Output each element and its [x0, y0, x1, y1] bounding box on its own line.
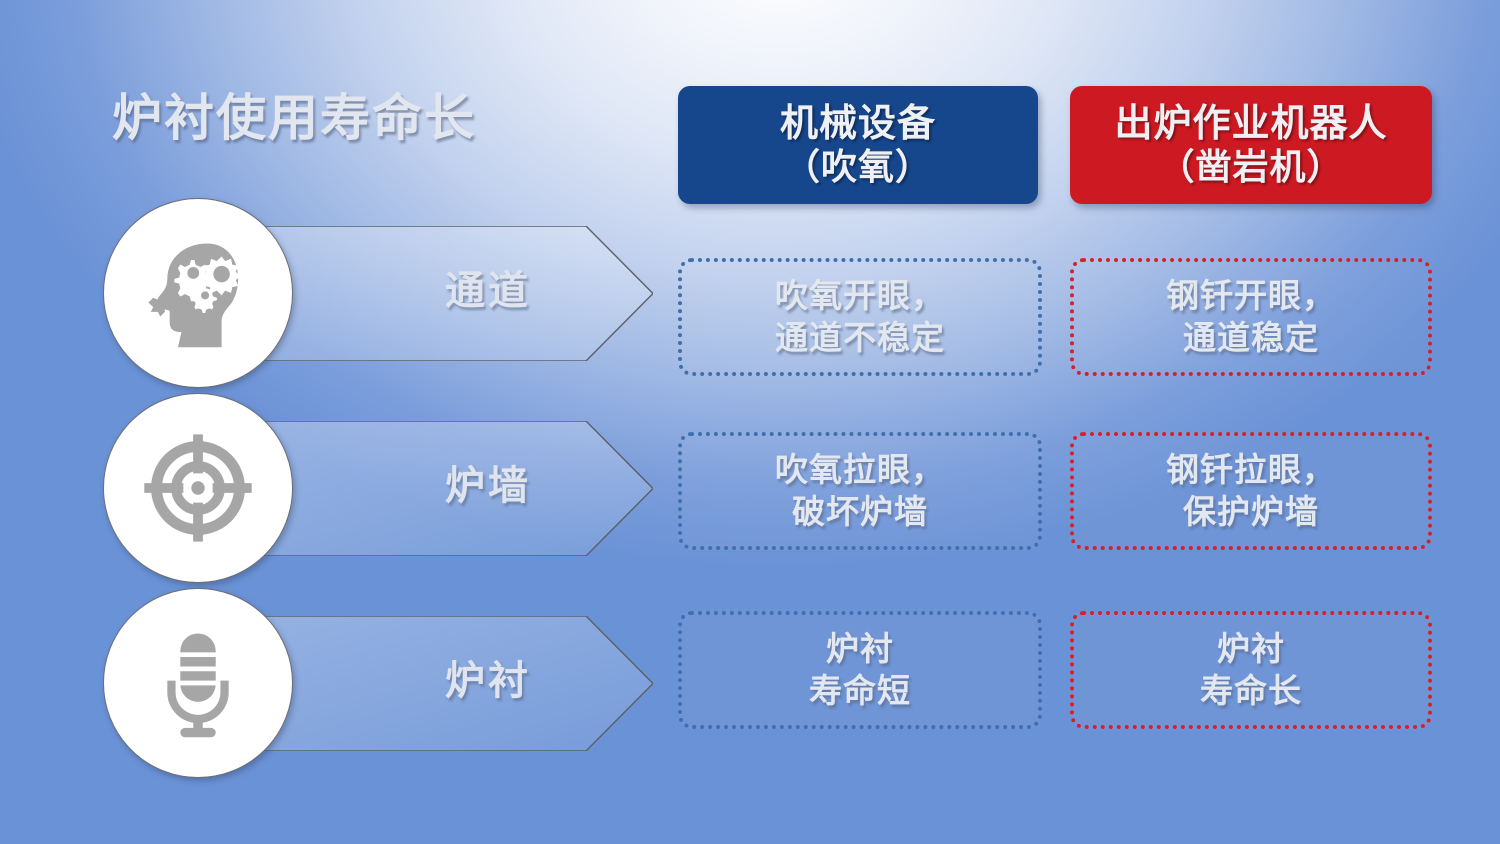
cell-robot-furnace-wall-line2: 保护炉墙	[1183, 493, 1319, 530]
crosshair-target-icon	[137, 427, 259, 549]
row-chevron-shape-furnace-wall	[198, 421, 653, 556]
cell-robot-furnace-lining-line2: 寿命长	[1200, 672, 1302, 709]
cell-robot-furnace-wall-line1: 钢钎拉眼，	[1166, 450, 1336, 488]
column-header-machine-line2: （吹氧）	[783, 146, 932, 188]
cell-robot-channel-line1: 钢钎开眼，	[1166, 276, 1336, 314]
row-icon-circle-channel[interactable]	[103, 198, 293, 388]
row-label-furnace-lining: 炉衬	[445, 659, 531, 703]
cell-machine-furnace-wall-line2: 破坏炉墙	[792, 493, 928, 530]
cell-machine-furnace-wall-line1: 吹氧拉眼，	[775, 450, 945, 488]
page-title: 炉衬使用寿命长	[112, 90, 476, 146]
row-chevron-shape-channel	[198, 226, 653, 361]
row-chevron-shape-furnace-lining	[198, 616, 653, 751]
column-header-machine-line1: 机械设备	[779, 103, 936, 146]
cell-robot-furnace-wall[interactable]: 钢钎拉眼， 保护炉墙	[1070, 432, 1432, 550]
microphone-icon	[139, 624, 257, 742]
row-icon-circle-furnace-lining[interactable]	[103, 588, 293, 778]
cell-machine-channel-line1: 吹氧开眼，	[775, 276, 945, 314]
row-furnace-lining: 炉衬	[0, 588, 1500, 778]
cell-machine-furnace-lining-line1: 炉衬	[826, 629, 894, 667]
cell-robot-furnace-lining-line1: 炉衬	[1217, 629, 1285, 667]
cell-machine-furnace-lining[interactable]: 炉衬 寿命短	[678, 611, 1042, 729]
column-header-machine[interactable]: 机械设备 （吹氧）	[678, 86, 1038, 204]
cell-machine-channel[interactable]: 吹氧开眼， 通道不稳定	[678, 258, 1042, 376]
row-channel: 通道	[0, 198, 1500, 388]
row-icon-circle-furnace-wall[interactable]	[103, 393, 293, 583]
cell-machine-furnace-lining-line2: 寿命短	[809, 672, 911, 709]
cell-machine-channel-line2: 通道不稳定	[775, 319, 945, 356]
cell-robot-channel[interactable]: 钢钎开眼， 通道稳定	[1070, 258, 1432, 376]
column-header-robot[interactable]: 出炉作业机器人 （凿岩机）	[1070, 86, 1432, 204]
cell-robot-channel-line2: 通道稳定	[1183, 319, 1319, 356]
cell-robot-furnace-lining[interactable]: 炉衬 寿命长	[1070, 611, 1432, 729]
cell-machine-furnace-wall[interactable]: 吹氧拉眼， 破坏炉墙	[678, 432, 1042, 550]
head-with-gears-icon	[139, 234, 257, 352]
row-label-channel: 通道	[445, 269, 531, 313]
column-header-robot-line2: （凿岩机）	[1158, 146, 1344, 188]
row-furnace-wall: 炉墙	[0, 393, 1500, 583]
column-header-robot-line1: 出炉作业机器人	[1114, 103, 1388, 146]
row-label-furnace-wall: 炉墙	[445, 464, 531, 508]
